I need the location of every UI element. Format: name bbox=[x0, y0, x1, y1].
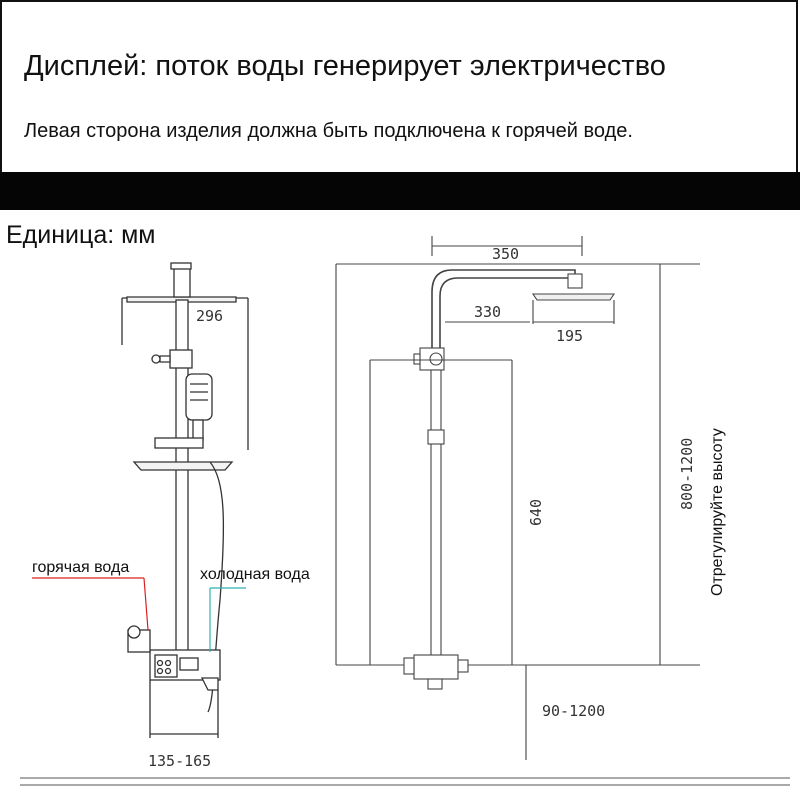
page-title: Дисплей: поток воды генерирует электриче… bbox=[24, 50, 666, 82]
unit-label: Единица: мм bbox=[6, 221, 156, 249]
dim-head-width: 296 bbox=[196, 307, 223, 325]
label-cold-water: холодная вода bbox=[200, 566, 310, 583]
black-banner bbox=[0, 172, 800, 210]
dim-arm-length: 350 bbox=[492, 245, 519, 263]
dim-bar-length: 640 bbox=[527, 499, 545, 526]
right-view bbox=[20, 236, 790, 786]
dim-arm-offset: 330 bbox=[474, 303, 501, 321]
height-adjust-note: Отрегулируйте высоту bbox=[709, 428, 726, 596]
dim-total-height: 800-1200 bbox=[678, 438, 696, 510]
dim-floor-height: 90-1200 bbox=[542, 702, 605, 720]
header-frame bbox=[0, 0, 798, 172]
page-subtitle: Левая сторона изделия должна быть подклю… bbox=[24, 120, 633, 142]
dim-head-diameter: 195 bbox=[556, 327, 583, 345]
left-view bbox=[32, 262, 249, 738]
label-hot-water: горячая вода bbox=[32, 559, 129, 576]
dim-base-width: 135-165 bbox=[148, 752, 211, 770]
